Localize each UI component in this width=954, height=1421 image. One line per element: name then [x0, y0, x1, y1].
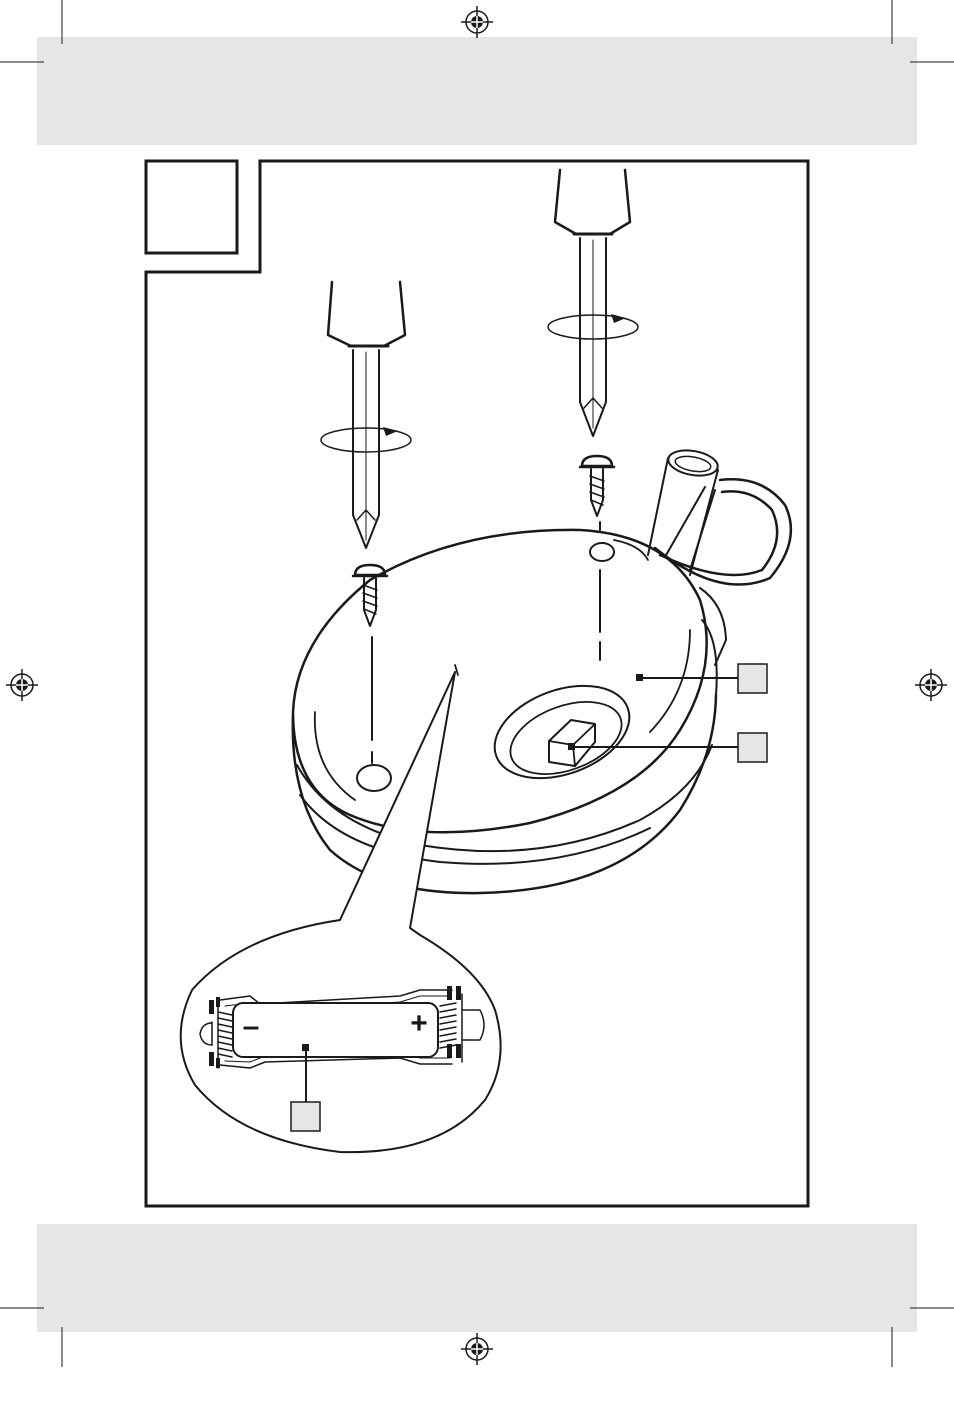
registration-mark-bottom — [461, 1333, 493, 1365]
spring-left — [217, 1011, 233, 1058]
spring-right — [439, 1002, 457, 1049]
registration-mark-left — [6, 669, 38, 701]
screw-left — [351, 563, 389, 627]
registration-mark-right — [915, 669, 947, 701]
screwdriver-right — [553, 168, 632, 437]
header-band — [37, 37, 917, 145]
battery-plus-label: + — [410, 1007, 428, 1040]
callout-box-button — [737, 732, 768, 763]
battery — [232, 1002, 439, 1058]
screwdriver-left — [326, 280, 407, 549]
footer-band — [37, 1224, 917, 1332]
screw-right — [578, 454, 616, 517]
battery-minus-label: – — [243, 1010, 260, 1043]
crop-marks — [0, 0, 954, 1367]
rotation-arrow-right-icon — [547, 314, 639, 340]
screw-hole-right — [589, 542, 615, 562]
rotation-arrow-left-icon — [320, 427, 412, 453]
screw-hole-left — [356, 764, 392, 792]
callout-leaders — [302, 674, 738, 1102]
callout-box-housing — [737, 663, 768, 694]
callout-box-battery — [290, 1101, 321, 1132]
figure-number-box — [144, 159, 239, 255]
registration-mark-top — [461, 6, 493, 38]
